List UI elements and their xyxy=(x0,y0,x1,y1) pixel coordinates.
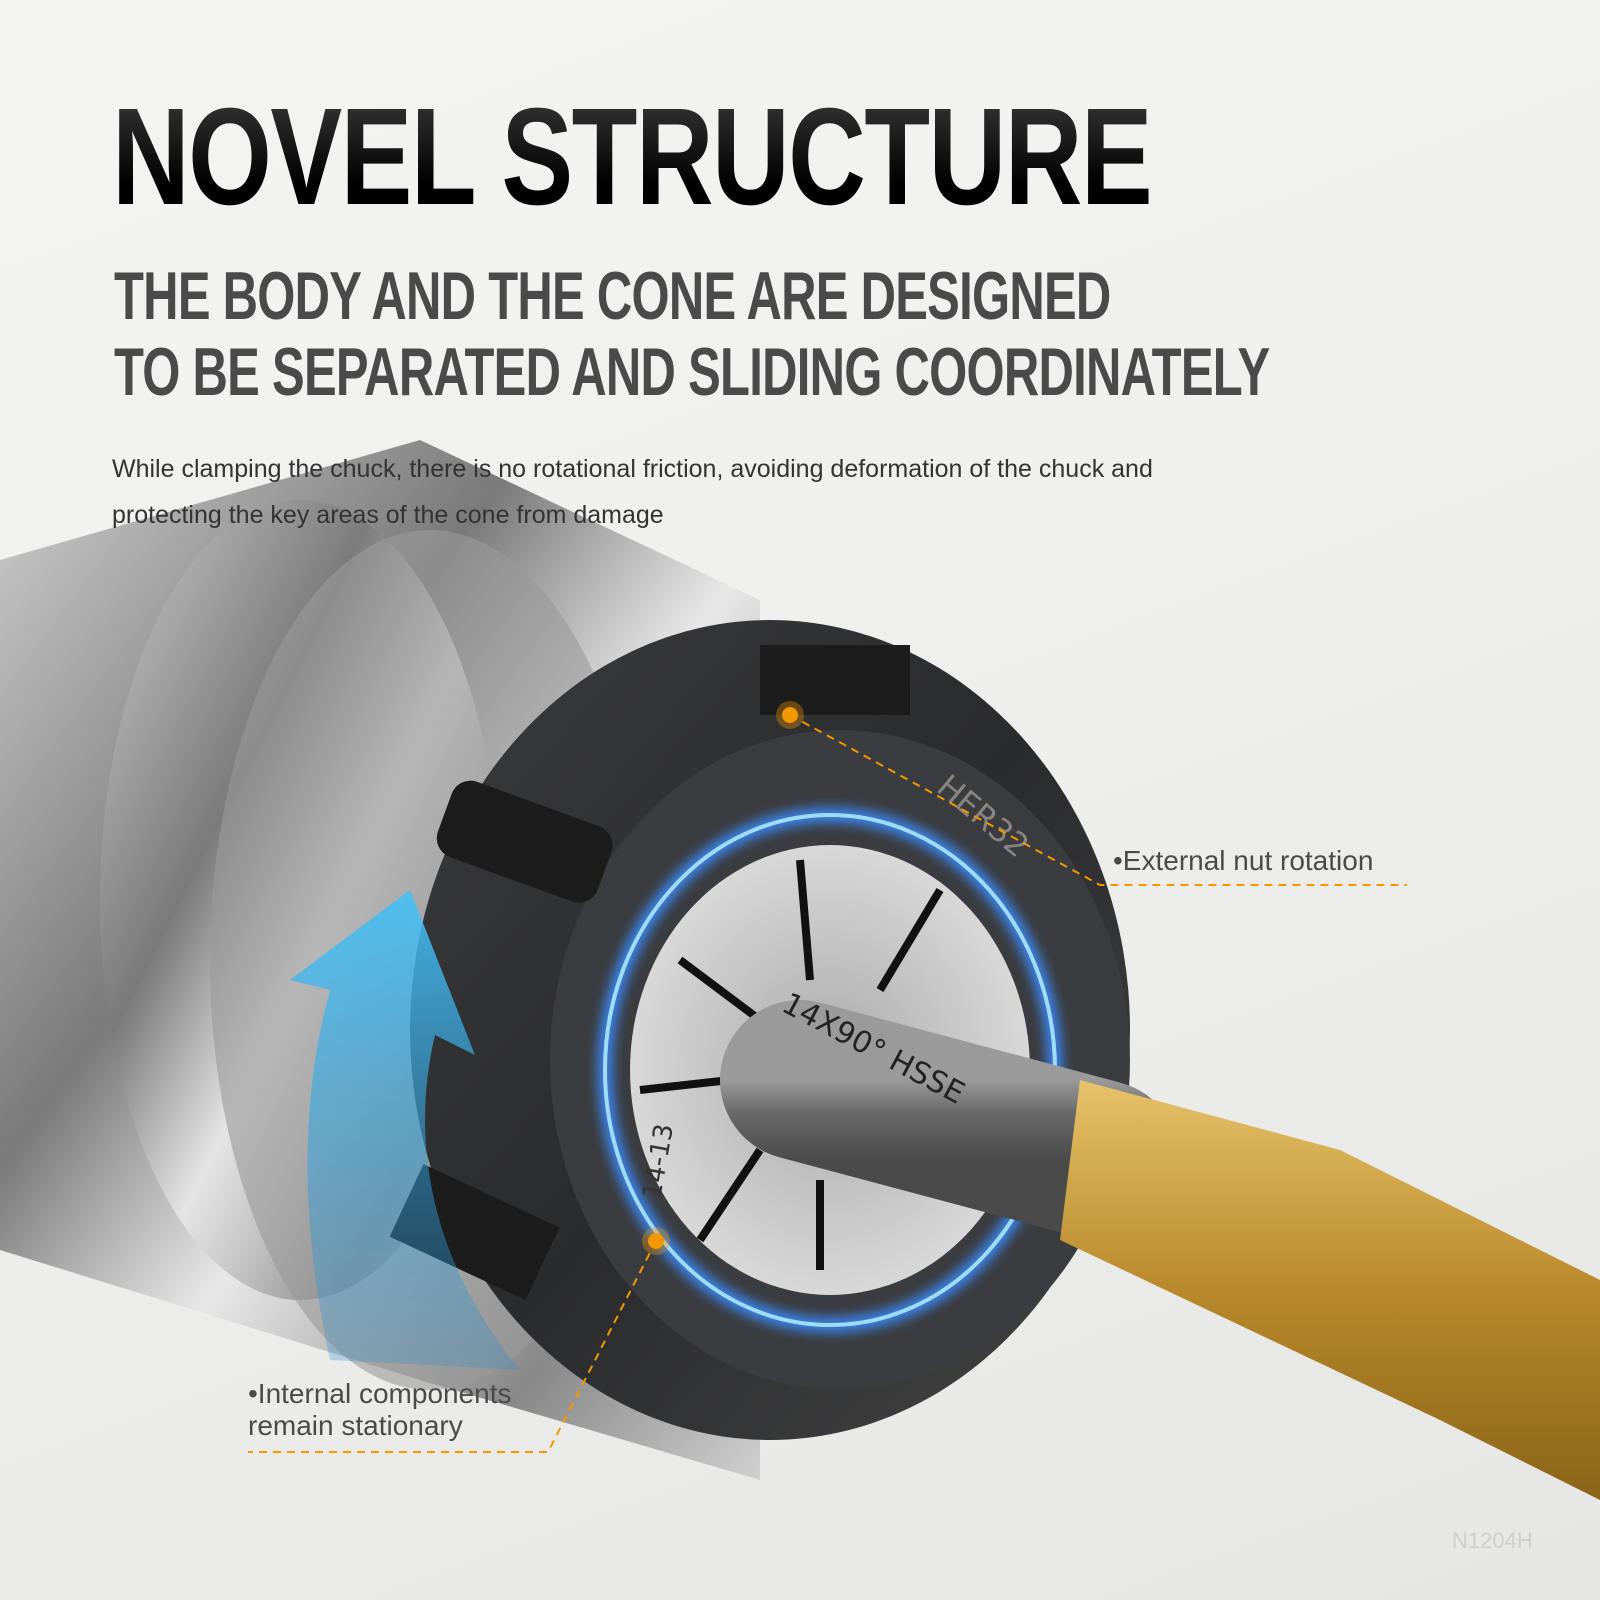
subtitle-line-1: THE BODY AND THE CONE ARE DESIGNED xyxy=(114,258,1111,334)
external-nut-label: •External nut rotation xyxy=(1113,845,1374,876)
internal-leader-line xyxy=(248,1240,657,1453)
rotation-arrow-icon xyxy=(290,890,520,1370)
subtitle-line-2: TO BE SEPARATED AND SLIDING COORDINATELY xyxy=(114,334,1270,410)
internal-label-line-2: remain stationary xyxy=(248,1410,463,1441)
drill-shank xyxy=(720,1000,1180,1240)
external-leader-line xyxy=(789,714,1407,886)
description: While clamping the chuck, there is no ro… xyxy=(112,455,1153,529)
page-title: NOVEL STRUCTURE xyxy=(112,80,1153,234)
internal-label-line-1: •Internal components xyxy=(248,1378,512,1409)
internal-dot xyxy=(648,1233,664,1249)
watermark-code: N1204H xyxy=(1452,1528,1533,1553)
drill-bit xyxy=(1060,1080,1600,1500)
external-dot xyxy=(782,707,798,723)
